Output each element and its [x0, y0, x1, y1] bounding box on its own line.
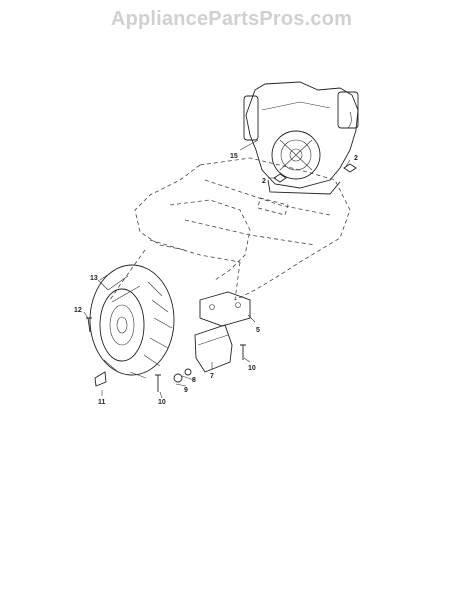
- callout-15: 15: [230, 153, 238, 160]
- callout-10-right: 10: [248, 365, 256, 372]
- callout-7: 7: [210, 373, 214, 380]
- bracket: [199, 291, 251, 327]
- callout-2-right: 2: [354, 155, 358, 162]
- callout-13: 13: [90, 275, 98, 282]
- callout-5: 5: [256, 327, 260, 334]
- callout-9: 9: [184, 387, 188, 394]
- wheel-tire: [89, 264, 175, 379]
- callout-11: 11: [98, 399, 106, 406]
- callout-10-left: 10: [158, 399, 166, 406]
- callout-12: 12: [74, 307, 82, 314]
- engine: [243, 81, 359, 195]
- hardware: [86, 163, 357, 392]
- callout-2-left: 2: [262, 178, 266, 185]
- wheel-weight: [194, 324, 233, 373]
- watermark-text: AppliancePartsPros.com: [110, 8, 353, 30]
- callout-8: 8: [192, 377, 196, 384]
- leader-lines: [83, 139, 351, 399]
- tiller-frame: [109, 157, 351, 301]
